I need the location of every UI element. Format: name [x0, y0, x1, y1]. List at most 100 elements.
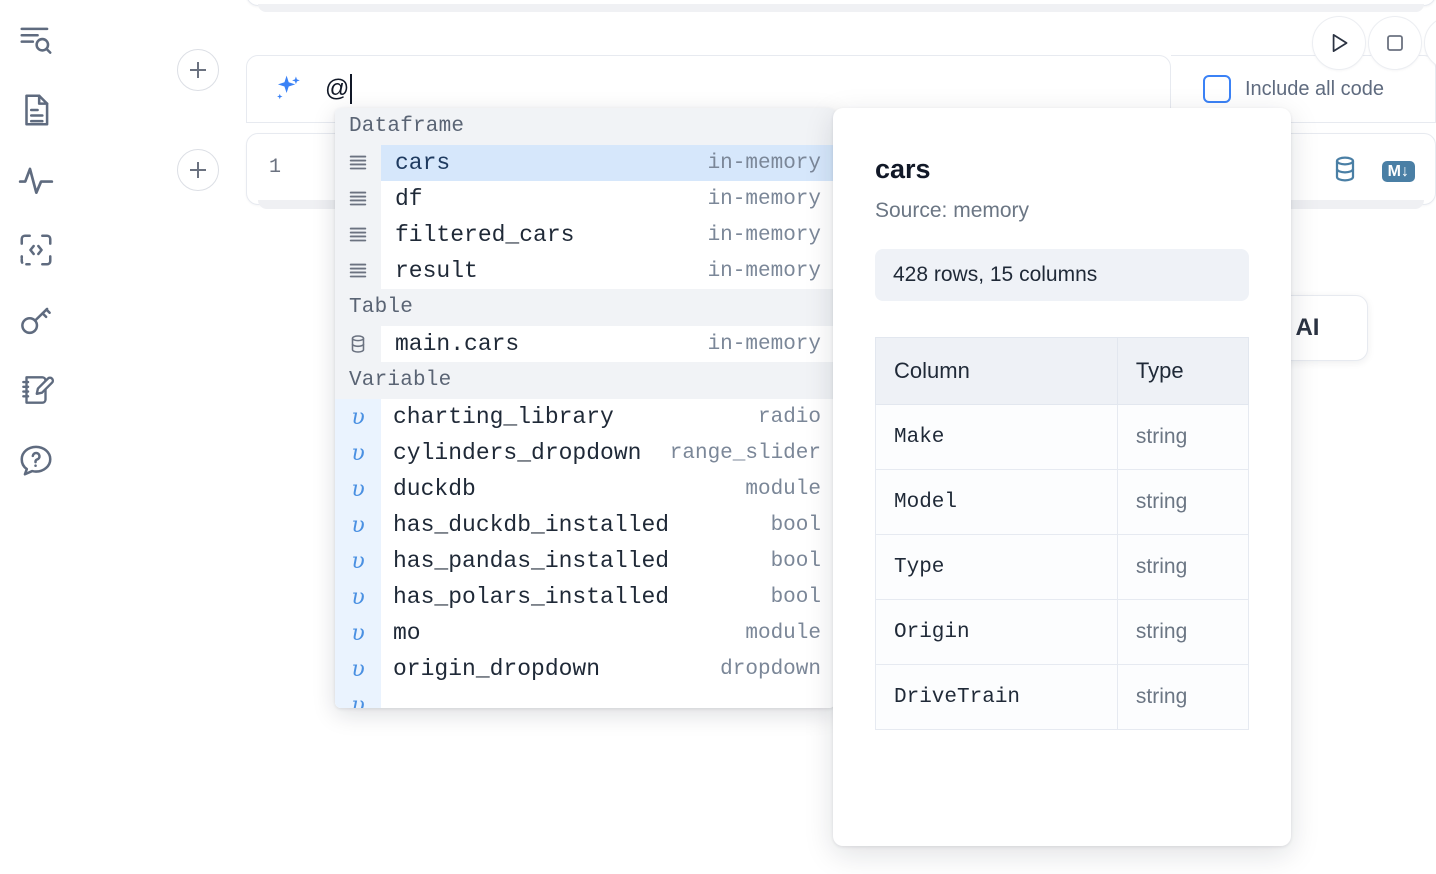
dataframe-lines-icon — [335, 253, 381, 289]
variable-upsilon-icon: υ — [335, 399, 381, 435]
autocomplete-item-name: charting_library — [393, 404, 614, 430]
autocomplete-item-kind: in-memory — [707, 223, 821, 247]
ai-prompt-input[interactable]: @ — [325, 67, 1170, 111]
autocomplete-item-kind: bool — [770, 549, 821, 573]
autocomplete-item[interactable]: filtered_cars in-memory — [335, 217, 835, 253]
run-button[interactable] — [1312, 16, 1366, 70]
schema-column-type: string — [1116, 534, 1250, 600]
autocomplete-item[interactable]: υ origin_dropdown dropdown — [335, 651, 835, 687]
detail-source: Source: memory — [875, 199, 1030, 222]
autocomplete-item-kind: module — [745, 477, 821, 501]
variable-upsilon-icon: υ — [335, 687, 381, 708]
dataframe-lines-icon — [335, 145, 381, 181]
left-icon-rail — [0, 0, 72, 874]
schema-column-type: string — [1116, 664, 1250, 730]
autocomplete-item-kind: in-memory — [707, 187, 821, 211]
variable-upsilon-icon: υ — [335, 507, 381, 543]
include-all-code-label: Include all code — [1245, 77, 1384, 100]
schema-column-name: Origin — [875, 599, 1118, 665]
schema-column-name: DriveTrain — [875, 664, 1118, 730]
detail-shape: 428 rows, 15 columns — [875, 249, 1249, 301]
autocomplete-item-name: cylinders_dropdown — [393, 440, 642, 466]
autocomplete-item-kind: radio — [757, 405, 821, 429]
autocomplete-item-name: origin_dropdown — [393, 656, 601, 682]
code-snippet-icon[interactable] — [14, 228, 58, 272]
autocomplete-item[interactable]: υ charting_library radio — [335, 399, 835, 435]
autocomplete-item-kind: in-memory — [707, 151, 821, 175]
variable-upsilon-icon: υ — [335, 579, 381, 615]
ai-prompt-value: @ — [325, 75, 350, 102]
autocomplete-item[interactable]: υ cylinders_dropdown range_slider — [335, 435, 835, 471]
variable-upsilon-icon: υ — [335, 471, 381, 507]
database-icon[interactable] — [1330, 154, 1360, 189]
schema-column-type: string — [1116, 469, 1250, 535]
schema-column-name: Type — [875, 534, 1118, 600]
database-cylinder-icon — [335, 326, 381, 362]
dataframe-lines-icon — [335, 217, 381, 253]
autocomplete-item[interactable]: υ has_pandas_installed bool — [335, 543, 835, 579]
autocomplete-item-kind: dropdown — [720, 657, 821, 681]
schema-column-type: string — [1116, 404, 1250, 470]
autocomplete-item-name: df — [395, 186, 423, 212]
autocomplete-group-header: Table — [335, 289, 835, 326]
schema-column-name: Model — [875, 469, 1118, 535]
variable-upsilon-icon: υ — [335, 435, 381, 471]
autocomplete-item-kind: bool — [770, 585, 821, 609]
autocomplete-item-name: duckdb — [393, 476, 476, 502]
scratchpad-edit-icon[interactable] — [14, 368, 58, 412]
stop-button[interactable] — [1368, 16, 1422, 70]
variable-upsilon-icon: υ — [335, 615, 381, 651]
autocomplete-item-kind: in-memory — [707, 332, 821, 356]
previous-cell-shadow — [258, 4, 1424, 12]
line-number: 1 — [269, 156, 282, 179]
autocomplete-item-name: mo — [393, 620, 421, 646]
sparkle-ai-icon — [271, 72, 305, 106]
autocomplete-item[interactable]: result in-memory — [335, 253, 835, 289]
add-cell-button-below[interactable] — [177, 149, 219, 191]
schema-column-header: Column — [875, 337, 1118, 405]
autocomplete-item-kind: range_slider — [669, 441, 821, 465]
autocomplete-item-name: has_pandas_installed — [393, 548, 670, 574]
text-cursor — [350, 74, 353, 104]
help-chat-icon[interactable] — [14, 438, 58, 482]
autocomplete-item[interactable]: υ — [335, 687, 835, 708]
markdown-icon[interactable]: M↓ — [1381, 160, 1415, 183]
autocomplete-group-header: Dataframe — [335, 108, 835, 145]
autocomplete-item-kind: in-memory — [707, 259, 821, 283]
document-icon[interactable] — [14, 88, 58, 132]
activity-pulse-icon[interactable] — [14, 158, 58, 202]
variable-upsilon-icon: υ — [335, 543, 381, 579]
variable-upsilon-icon: υ — [335, 651, 381, 687]
autocomplete-item[interactable]: df in-memory — [335, 181, 835, 217]
schema-column-type: string — [1116, 599, 1250, 665]
include-all-code-checkbox[interactable] — [1203, 75, 1231, 103]
cell-icon-group: M↓ — [1330, 154, 1415, 189]
autocomplete-item[interactable]: cars in-memory — [335, 145, 835, 181]
file-explorer-search-icon[interactable] — [14, 18, 58, 62]
detail-title: cars — [875, 154, 931, 184]
autocomplete-item-name: has_duckdb_installed — [393, 512, 670, 538]
schema-column-name: Make — [875, 404, 1118, 470]
autocomplete-item-name: result — [395, 258, 478, 284]
schema-column-header: Type — [1116, 337, 1250, 405]
autocomplete-item-name: cars — [395, 150, 451, 176]
dataframe-lines-icon — [335, 181, 381, 217]
key-icon[interactable] — [14, 298, 58, 342]
autocomplete-item-name: filtered_cars — [395, 222, 575, 248]
dataframe-detail-panel: cars Source: memory 428 rows, 15 columns… — [833, 108, 1291, 846]
add-cell-button-above[interactable] — [177, 49, 219, 91]
